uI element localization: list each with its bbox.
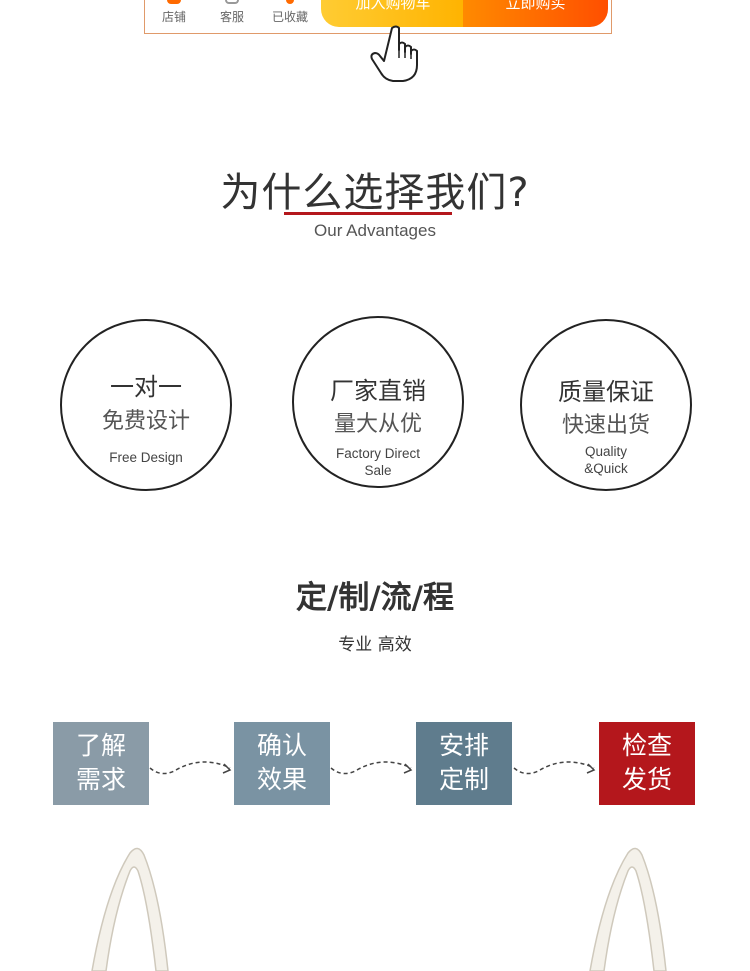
shop-label: 店铺	[161, 10, 186, 24]
why-choose-us-subtitle: Our Advantages	[314, 221, 436, 240]
step-line: 安排	[438, 731, 489, 760]
purchase-bar: 店铺 客服 已收藏 加入购物车 立即购买	[144, 0, 612, 34]
dashed-arrow-icon	[513, 761, 596, 775]
process-step-ship: 检查 发货	[599, 722, 695, 805]
process-step-confirm: 确认 效果	[234, 722, 330, 805]
step-line: 确认	[256, 731, 307, 760]
favorite-icon	[286, 0, 294, 4]
advantage-detail: 量大从优	[333, 412, 422, 437]
buy-now-button[interactable]: 立即购买	[463, 0, 608, 27]
dashed-arrow-icon	[330, 761, 413, 775]
service-button[interactable]: 客服	[207, 0, 257, 25]
process-step-understand: 了解 需求	[53, 722, 149, 805]
step-line: 定制	[438, 765, 489, 794]
tote-bag-image	[589, 847, 667, 971]
advantage-english: Free Design	[109, 450, 183, 465]
advantage-english: Factory Direct Sale	[335, 446, 420, 478]
add-to-cart-button[interactable]: 加入购物车	[321, 0, 465, 27]
step-line: 发货	[621, 765, 672, 794]
why-choose-us-title: 为什么选择我们?	[220, 170, 530, 216]
service-label: 客服	[219, 10, 244, 24]
tote-bag-image	[91, 847, 169, 971]
advantage-detail: 快速出货	[561, 413, 650, 438]
advantage-quality: 质量保证 快速出货 Quality &Quick	[520, 319, 692, 491]
process-subtitle: 专业 高效	[338, 635, 412, 655]
process-title: 定/制/流/程	[296, 580, 454, 616]
advantage-factory-direct: 厂家直销 量大从优 Factory Direct Sale	[292, 316, 464, 488]
dashed-arrow-icon	[149, 761, 232, 775]
service-icon	[225, 0, 239, 4]
advantage-free-design: 一对一 免费设计 Free Design	[60, 319, 232, 491]
pointing-hand-icon	[370, 25, 418, 82]
step-line: 需求	[75, 765, 126, 794]
step-line: 了解	[75, 731, 126, 760]
favorite-button[interactable]: 已收藏	[265, 0, 315, 25]
advantage-english: Quality &Quick	[584, 444, 628, 476]
advantage-heading: 质量保证	[558, 378, 654, 406]
step-line: 检查	[621, 731, 672, 760]
shop-icon	[167, 0, 181, 4]
shop-button[interactable]: 店铺	[149, 0, 199, 25]
favorite-label: 已收藏	[271, 10, 308, 24]
step-line: 效果	[256, 765, 307, 794]
advantage-detail: 免费设计	[101, 409, 190, 434]
advantage-heading: 一对一	[110, 373, 182, 401]
process-step-arrange: 安排 定制	[416, 722, 512, 805]
title-underline	[284, 212, 452, 215]
advantage-heading: 厂家直销	[330, 377, 426, 405]
